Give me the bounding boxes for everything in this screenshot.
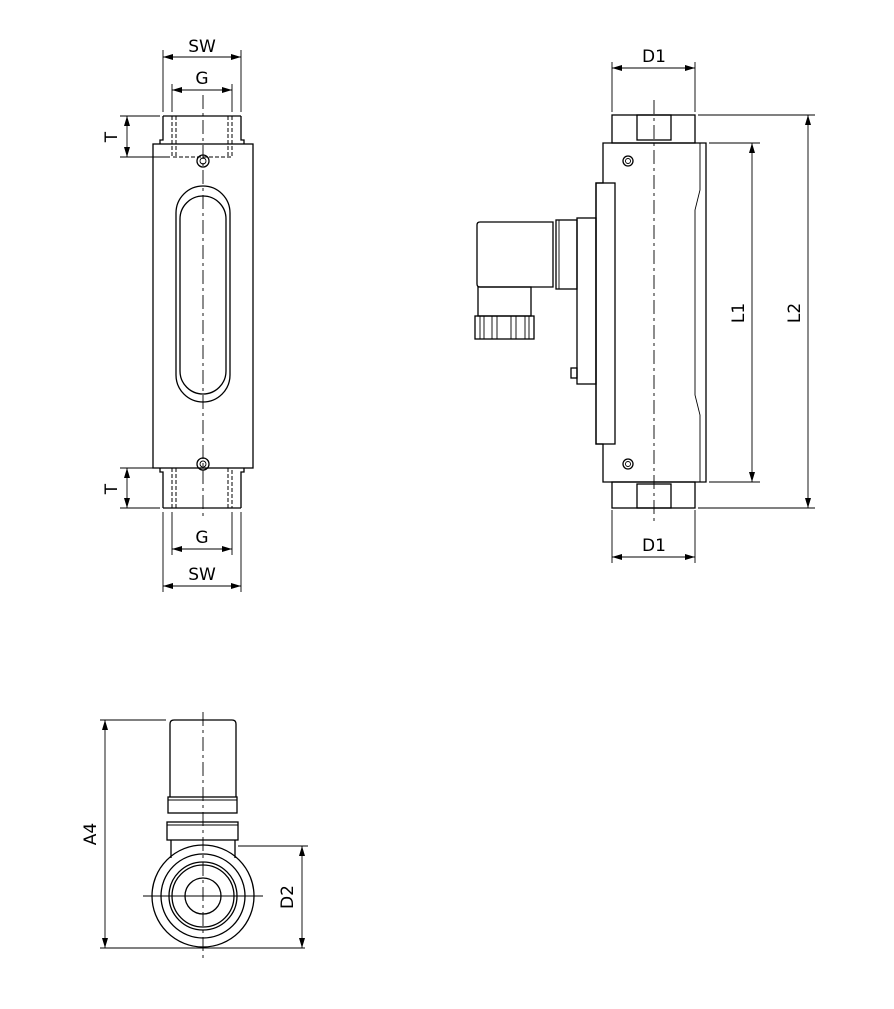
dim-l1: L1	[729, 303, 749, 323]
dim-sw-top: SW	[188, 37, 216, 57]
dim-t-top: T	[102, 131, 122, 143]
dim-sw-bottom: SW	[188, 565, 216, 585]
side-view: D1 D1 L1 L2	[474, 47, 815, 563]
dim-l2: L2	[785, 303, 805, 323]
dim-d1-bottom: D1	[642, 536, 666, 556]
dim-t-bottom: T	[102, 483, 122, 495]
front-view: SW G T T G SW	[102, 37, 254, 592]
bottom-view: A4 D2	[81, 712, 308, 962]
dim-d1-top: D1	[642, 47, 666, 67]
dim-d2: D2	[278, 885, 298, 909]
dim-a4: A4	[81, 823, 101, 845]
dim-g-top: G	[195, 69, 208, 89]
dim-g-bottom: G	[195, 528, 208, 548]
